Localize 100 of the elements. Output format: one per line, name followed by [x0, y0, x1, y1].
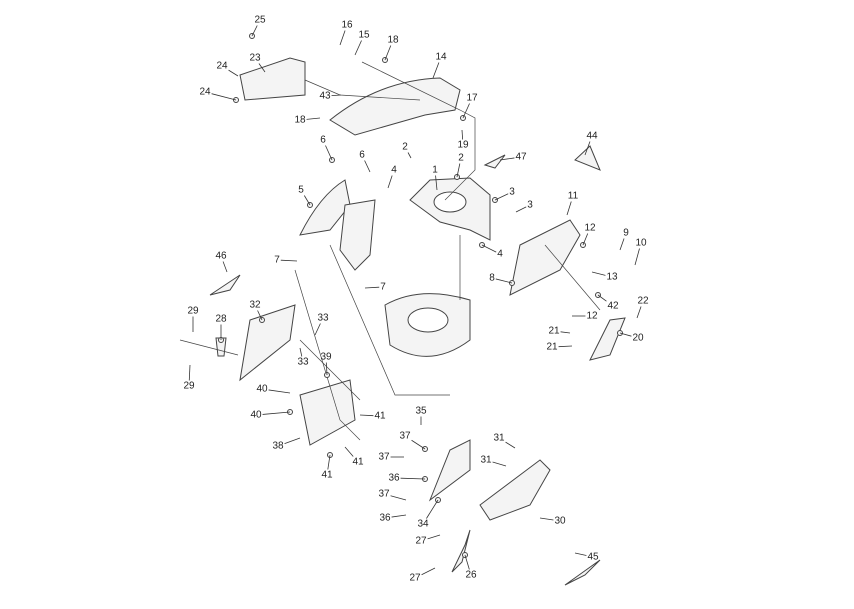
- callout-number: 18: [386, 34, 400, 46]
- leader-line: [574, 552, 587, 556]
- callout-number: 11: [566, 190, 580, 202]
- leader-line: [252, 25, 258, 36]
- callout-number: 21: [545, 342, 559, 352]
- leader-line: [432, 62, 440, 78]
- leader-line: [384, 45, 392, 60]
- leader-line: [340, 30, 346, 46]
- callout-number: 4: [496, 248, 504, 260]
- leader-line: [592, 272, 606, 276]
- leader-line: [558, 346, 572, 348]
- leader-line: [390, 456, 404, 458]
- callout-number: 36: [378, 512, 392, 524]
- leader-line: [192, 316, 194, 332]
- leader-line: [300, 348, 302, 357]
- leader-line: [482, 244, 497, 253]
- callout-number: 41: [351, 456, 365, 468]
- callout-number: 37: [377, 488, 391, 500]
- callout-number: 6: [319, 134, 327, 146]
- leader-line: [516, 206, 527, 212]
- leader-line: [462, 103, 470, 118]
- leader-line: [426, 500, 438, 519]
- leader-line: [435, 175, 438, 190]
- callout-number: 32: [248, 300, 262, 310]
- callout-number: 25: [253, 14, 267, 26]
- leader-line: [620, 332, 632, 337]
- callout-number: 1: [431, 164, 439, 176]
- leader-line: [456, 163, 460, 178]
- leader-line: [411, 440, 426, 450]
- callout-number: 45: [586, 552, 600, 562]
- leader-line: [408, 152, 412, 158]
- callout-number: 15: [357, 30, 371, 40]
- callout-number: 2: [457, 152, 465, 164]
- callout-number: 22: [636, 296, 650, 306]
- callout-number: 40: [249, 410, 263, 420]
- leader-line: [400, 478, 426, 480]
- leader-line: [427, 534, 440, 540]
- leader-line: [500, 158, 515, 160]
- callout-number: 19: [456, 140, 470, 150]
- callout-number: 37: [398, 430, 412, 442]
- leader-line: [420, 416, 422, 426]
- callout-number: 44: [585, 130, 599, 142]
- callout-number: 24: [198, 86, 212, 98]
- leader-line: [582, 233, 588, 246]
- callout-number: 12: [585, 310, 599, 322]
- callout-number: 3: [526, 200, 534, 210]
- leader-line: [284, 438, 300, 444]
- leader-line: [634, 248, 640, 266]
- leader-line: [306, 118, 320, 120]
- leader-line: [314, 323, 321, 336]
- leader-line: [505, 442, 516, 448]
- leader-line: [304, 195, 310, 206]
- leader-line: [390, 495, 406, 500]
- callout-number: 40: [255, 384, 269, 394]
- leader-line: [494, 193, 509, 200]
- callout-number: 27: [408, 572, 422, 584]
- callout-number: 31: [492, 432, 506, 444]
- callout-number: 6: [358, 150, 366, 160]
- leader-line: [540, 518, 554, 520]
- leader-line: [326, 362, 328, 376]
- leader-line: [220, 324, 222, 340]
- callout-number: 7: [273, 254, 281, 266]
- callout-number: 41: [320, 470, 334, 480]
- leader-line: [388, 175, 393, 188]
- leader-line: [354, 40, 362, 56]
- callout-number: 29: [186, 306, 200, 316]
- callout-number: 35: [414, 406, 428, 416]
- callout-number: 14: [434, 52, 448, 62]
- callout-number: 17: [465, 92, 479, 104]
- leader-line: [584, 141, 590, 156]
- callout-number: 12: [583, 222, 597, 234]
- callout-number: 28: [214, 314, 228, 324]
- leader-line: [620, 238, 624, 250]
- callout-number: 18: [293, 114, 307, 126]
- callout-number: 33: [296, 356, 310, 368]
- callout-number: 8: [488, 272, 496, 284]
- leader-line: [331, 94, 342, 96]
- leader-line: [327, 454, 330, 470]
- leader-line: [364, 286, 380, 288]
- callout-number: 10: [634, 238, 648, 248]
- callout-number: 42: [606, 300, 620, 312]
- leader-line: [566, 201, 572, 216]
- callout-number: 21: [547, 326, 561, 336]
- callout-number: 2: [401, 142, 409, 152]
- leader-line: [598, 294, 607, 302]
- callout-number: 29: [182, 380, 196, 392]
- leader-line: [222, 261, 228, 272]
- leader-line: [391, 514, 406, 518]
- callout-number: 27: [414, 536, 428, 546]
- leader-line: [636, 306, 642, 318]
- leader-line: [211, 93, 236, 100]
- callout-number: 24: [215, 60, 229, 72]
- callout-number: 13: [605, 272, 619, 282]
- callout-number: 43: [318, 90, 332, 102]
- leader-line: [228, 70, 238, 76]
- leader-line: [360, 414, 374, 416]
- leader-line: [280, 260, 298, 262]
- leader-line: [257, 310, 262, 320]
- callout-number: 33: [316, 312, 330, 324]
- callout-number: 46: [214, 250, 228, 262]
